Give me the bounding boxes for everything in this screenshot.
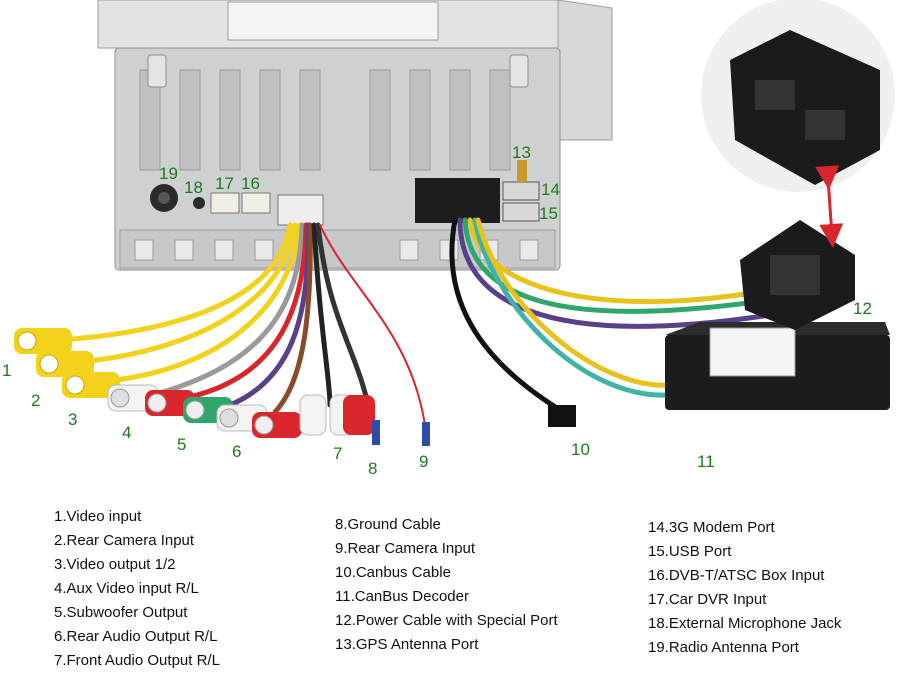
connector-zoom-inset (701, 0, 895, 248)
callout-9: 9 (419, 452, 428, 471)
callout-10: 10 (571, 440, 590, 459)
legend-item: 14.3G Modem Port (648, 519, 775, 536)
legend-item: 17.Car DVR Input (648, 591, 767, 608)
legend-item: 3.Video output 1/2 (54, 556, 176, 573)
legend-item: 8.Ground Cable (335, 516, 441, 533)
canbus-decoder-box (665, 322, 890, 410)
callout-5: 5 (177, 435, 186, 454)
legend-item: 15.USB Port (648, 543, 732, 560)
callout-6: 6 (232, 442, 241, 461)
callout-1: 1 (2, 361, 11, 380)
callout-16: 16 (241, 174, 260, 193)
legend-item: 16.DVB-T/ATSC Box Input (648, 567, 825, 584)
legend-column-3: 14.3G Modem Port 15.USB Port 16.DVB-T/AT… (648, 516, 841, 660)
legend-item: 18.External Microphone Jack (648, 615, 842, 632)
callout-3: 3 (68, 410, 77, 429)
legend-item: 9.Rear Camera Input (335, 540, 476, 557)
legend-item: 12.Power Cable with Special Port (335, 612, 558, 629)
power-connector (740, 220, 855, 330)
legend-item: 2.Rear Camera Input (54, 532, 195, 549)
callout-13: 13 (512, 143, 531, 162)
callout-11: 11 (697, 452, 715, 471)
callout-8: 8 (368, 459, 377, 478)
callout-19: 19 (159, 164, 178, 183)
legend-item: 13.GPS Antenna Port (335, 636, 479, 653)
callout-2: 2 (31, 391, 40, 410)
rca-connectors (14, 328, 576, 446)
callout-7: 7 (333, 444, 342, 463)
legend-item: 19.Radio Antenna Port (648, 639, 799, 656)
legend-item: 5.Subwoofer Output (54, 604, 188, 621)
legend-item: 7.Front Audio Output R/L (54, 652, 220, 669)
cable-bundle (57, 217, 773, 428)
wiring-diagram: 1 2 3 4 5 6 7 8 9 10 11 12 13 14 15 16 1… (2, 0, 895, 478)
callout-18: 18 (184, 178, 203, 197)
head-unit-chassis (97, 0, 613, 271)
callout-14: 14 (541, 180, 560, 199)
callout-4: 4 (122, 423, 131, 442)
callout-labels: 1 2 3 4 5 6 7 8 9 10 11 12 13 14 15 16 1… (2, 143, 872, 478)
legend-item: 4.Aux Video input R/L (54, 580, 199, 597)
legend-column-2: 8.Ground Cable 9.Rear Camera Input 10.Ca… (335, 513, 558, 657)
legend-item: 11.CanBus Decoder (335, 588, 469, 605)
legend-item: 6.Rear Audio Output R/L (54, 628, 218, 645)
legend-item: 10.Canbus Cable (335, 564, 451, 581)
callout-12: 12 (853, 299, 872, 318)
callout-17: 17 (215, 174, 234, 193)
legend-item: 1.Video input (54, 508, 142, 525)
callout-15: 15 (539, 204, 558, 223)
legend-column-1: 1.Video input 2.Rear Camera Input 3.Vide… (54, 505, 220, 673)
